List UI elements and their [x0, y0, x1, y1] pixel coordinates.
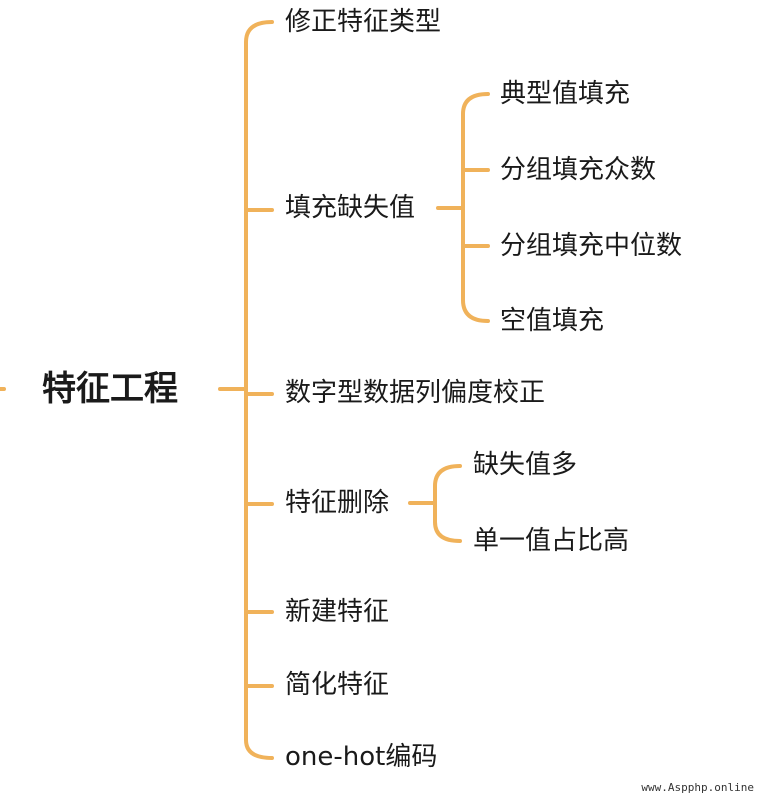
leaf-many-missing[interactable]: 缺失值多	[473, 450, 578, 480]
branch-skew-correction[interactable]: 数字型数据列偏度校正	[285, 378, 546, 408]
branch-feature-drop[interactable]: 特征删除	[285, 488, 390, 518]
leaf-null-fill[interactable]: 空值填充	[500, 306, 605, 336]
leaf-single-value-high[interactable]: 单一值占比高	[473, 526, 630, 556]
branch-fill-missing[interactable]: 填充缺失值	[285, 193, 416, 223]
branch-new-feature[interactable]: 新建特征	[285, 597, 390, 627]
branch-simplify-feature[interactable]: 简化特征	[285, 670, 390, 700]
watermark: www.Aspphp.online	[641, 781, 754, 794]
main-bracket	[244, 20, 274, 760]
root-node[interactable]: 特征工程	[42, 369, 178, 409]
leaf-typical-fill[interactable]: 典型值填充	[500, 79, 631, 109]
branch-one-hot[interactable]: one-hot编码	[285, 742, 438, 772]
branch-fix-type[interactable]: 修正特征类型	[285, 7, 442, 37]
fill-missing-bracket	[461, 92, 490, 323]
leaf-group-mode[interactable]: 分组填充众数	[500, 155, 657, 185]
feature-drop-bracket	[433, 464, 462, 543]
leaf-group-median[interactable]: 分组填充中位数	[500, 231, 683, 261]
